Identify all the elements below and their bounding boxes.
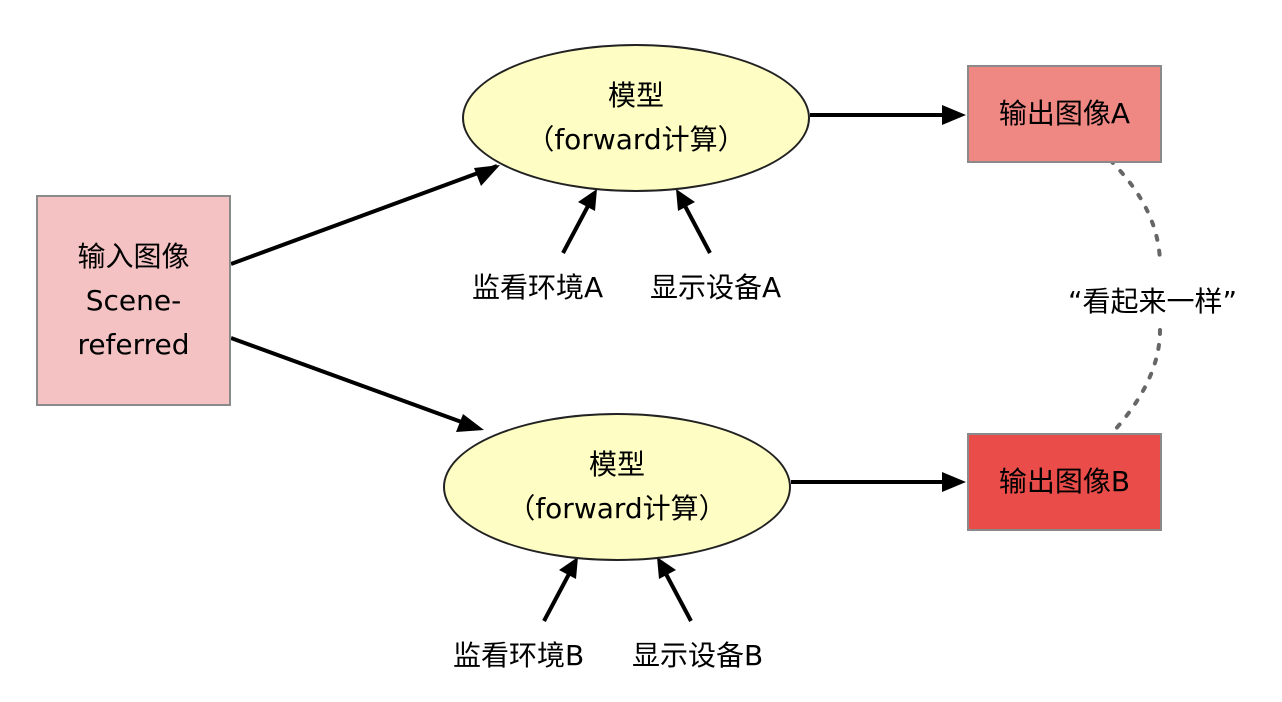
arrow-device-a-to-model-a [683, 205, 712, 254]
arrowhead-input-to-model-b [456, 414, 484, 432]
model-b-title: 模型 [588, 448, 645, 481]
output-image-a-label: 输出图像A [998, 97, 1131, 130]
arrowhead-device-b-to-model-b [657, 557, 676, 579]
arrow-env-a-to-model-a [561, 205, 590, 254]
comparison-dotted-arc [1108, 158, 1162, 434]
arrowhead-env-a-to-model-a [578, 189, 597, 211]
arrowhead-input-to-model-a [474, 165, 500, 186]
arrowhead-model-b-to-output-b [942, 472, 966, 492]
model-a-title: 模型 [607, 79, 664, 112]
output-image-b-label: 输出图像B [998, 465, 1131, 498]
input-image-subtitle-1: Scene- [85, 283, 182, 317]
looks-same-label: “看起来一样” [1068, 285, 1238, 318]
arrow-input-to-model-a [230, 164, 498, 266]
input-image-box: 输入图像 Scene- referred [36, 195, 231, 406]
arrow-device-b-to-model-b [664, 573, 693, 622]
monitoring-env-a-label: 监看环境A [472, 271, 604, 304]
output-image-b-box: 输出图像B [967, 433, 1162, 531]
output-image-a-box: 输出图像A [967, 65, 1162, 163]
model-a-node: 模型 （forward计算） [462, 44, 810, 192]
display-device-b-label: 显示设备B [632, 639, 764, 672]
arrowhead-device-a-to-model-a [676, 189, 695, 211]
model-b-node: 模型 （forward计算） [443, 413, 791, 561]
input-image-subtitle-2: referred [77, 327, 190, 361]
input-image-title: 输入图像 [77, 239, 190, 273]
arrow-env-b-to-model-b [542, 573, 571, 622]
arrow-input-to-model-b [230, 336, 479, 430]
model-b-subtitle: （forward计算） [507, 492, 727, 525]
model-a-subtitle: （forward计算） [526, 123, 746, 156]
arrowhead-env-b-to-model-b [559, 557, 578, 579]
monitoring-env-b-label: 监看环境B [453, 639, 585, 672]
display-device-a-label: 显示设备A [650, 271, 782, 304]
arrowhead-model-a-to-output-a [942, 105, 966, 125]
